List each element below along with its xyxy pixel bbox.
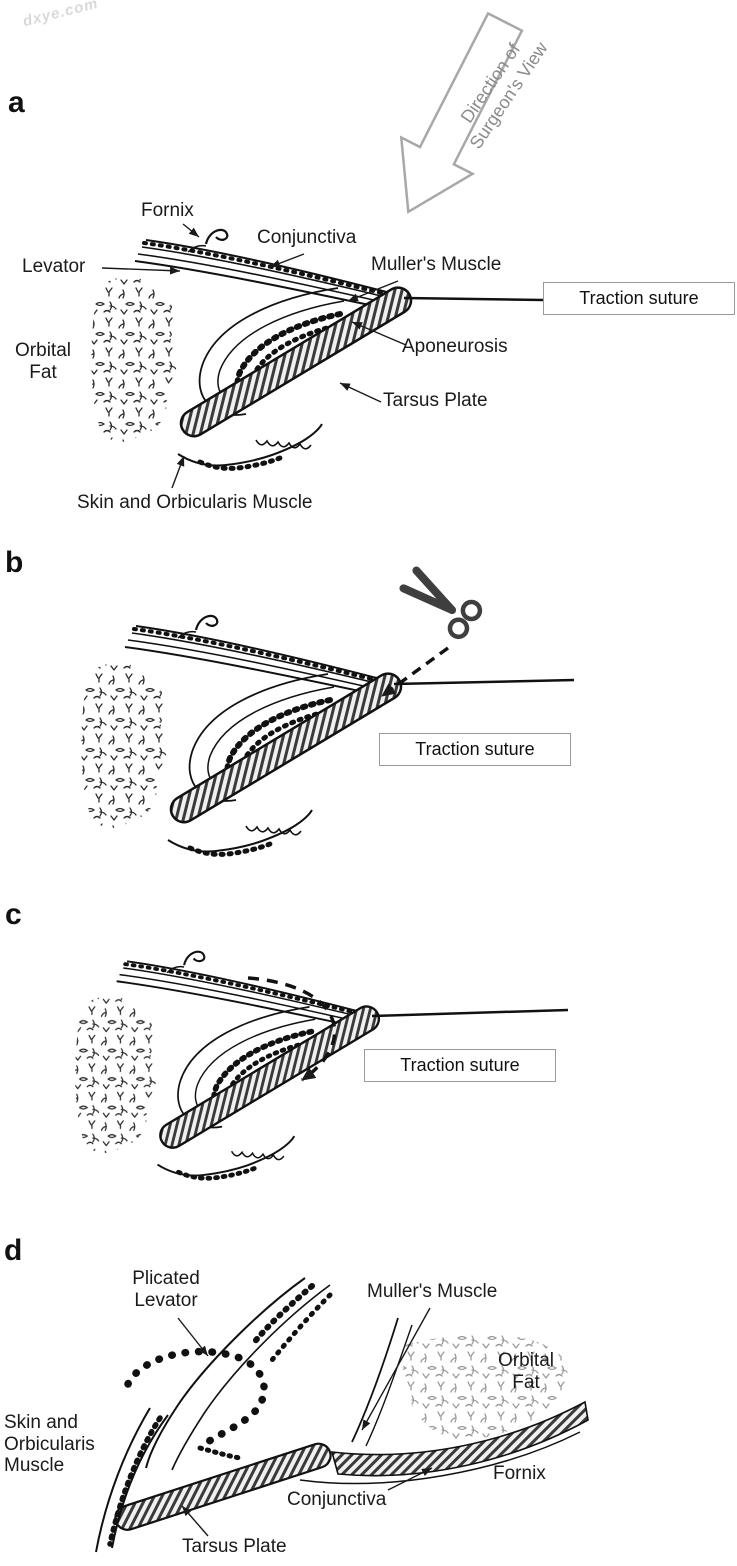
surgeon-view-arrow-icon	[399, 11, 524, 214]
traction-suture-line-a	[403, 296, 544, 302]
skin-orbicularis-label-a: Skin and Orbicularis Muscle	[77, 492, 313, 513]
panel-a-drawing	[91, 11, 544, 489]
aponeurosis-label-a: Aponeurosis	[402, 336, 508, 357]
panel-c-drawing	[75, 952, 569, 1179]
plication-suture-dots	[124, 1347, 268, 1450]
tarsus-plate-label-d: Tarsus Plate	[182, 1536, 287, 1557]
traction-suture-box-b: Traction suture	[379, 733, 571, 766]
panel-d-leader-lines	[177, 1307, 433, 1537]
fornix-band-d	[330, 1400, 589, 1477]
plicated-levator-label-d: Plicated Levator	[132, 1268, 200, 1311]
panel-b-drawing	[81, 566, 575, 855]
orbital-fat-label-d: Orbital Fat	[498, 1350, 554, 1393]
panel-c-letter: c	[5, 898, 22, 931]
orbital-fat-label-a: Orbital Fat	[15, 340, 71, 383]
panel-d-letter: d	[4, 1234, 23, 1267]
traction-suture-line-c	[371, 1008, 569, 1018]
mullers-muscle-label-a: Muller's Muscle	[371, 254, 502, 275]
scissors-icon	[399, 566, 483, 640]
fornix-label-d: Fornix	[493, 1463, 546, 1484]
levator-label-a: Levator	[22, 256, 86, 277]
tarsus-plate-label-a: Tarsus Plate	[383, 390, 488, 411]
conjunctiva-label-d: Conjunctiva	[287, 1489, 387, 1510]
cut-direction-arrow	[380, 646, 450, 698]
traction-suture-box-a: Traction suture	[543, 282, 735, 315]
panel-b-letter: b	[5, 546, 24, 579]
fold-over-arrow	[247, 976, 337, 1082]
traction-suture-line-b	[393, 678, 575, 686]
panel-a-letter: a	[8, 86, 25, 119]
mullers-muscle-label-d: Muller's Muscle	[367, 1281, 498, 1302]
skin-orbicularis-label-d: Skin and Orbicularis Muscle	[4, 1412, 95, 1477]
orbital-fat-texture-d	[402, 1334, 568, 1441]
conjunctiva-label-a: Conjunctiva	[257, 227, 357, 248]
panel-d-drawing	[95, 1277, 589, 1553]
traction-suture-box-c: Traction suture	[364, 1049, 556, 1082]
fornix-label-a: Fornix	[141, 200, 194, 221]
panel-a-leader-lines	[101, 223, 407, 489]
